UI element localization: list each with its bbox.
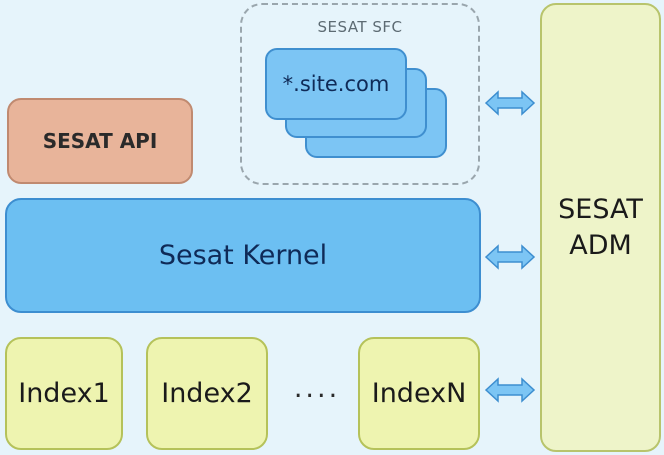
double-arrow-icon-kernel [484, 244, 536, 270]
sesat-adm-label-line2: ADM [569, 229, 632, 261]
sesat-adm-label-line1: SESAT [558, 193, 643, 225]
double-arrow-icon-index [484, 377, 536, 403]
sesat-api-label: SESAT API [42, 129, 158, 153]
ellipsis: .... [293, 373, 341, 404]
site-card-label: *.site.com [282, 72, 390, 96]
sesat-kernel-box: Sesat Kernel [5, 198, 481, 313]
index-box-1: Index1 [5, 337, 123, 450]
index-label: Index1 [18, 378, 110, 409]
sesat-adm-box: SESAT ADM [540, 3, 661, 452]
sesat-sfc-group [240, 3, 480, 185]
sesat-kernel-label: Sesat Kernel [158, 240, 328, 271]
sesat-api-box: SESAT API [7, 98, 193, 184]
sesat-sfc-label: SESAT SFC [317, 18, 403, 36]
index-label: IndexN [371, 378, 467, 409]
index-label: Index2 [161, 378, 253, 409]
index-box-2: Index2 [146, 337, 268, 450]
double-arrow-icon-sfc [484, 90, 536, 116]
index-box-n: IndexN [358, 337, 480, 450]
site-card-front: *.site.com [265, 48, 407, 120]
